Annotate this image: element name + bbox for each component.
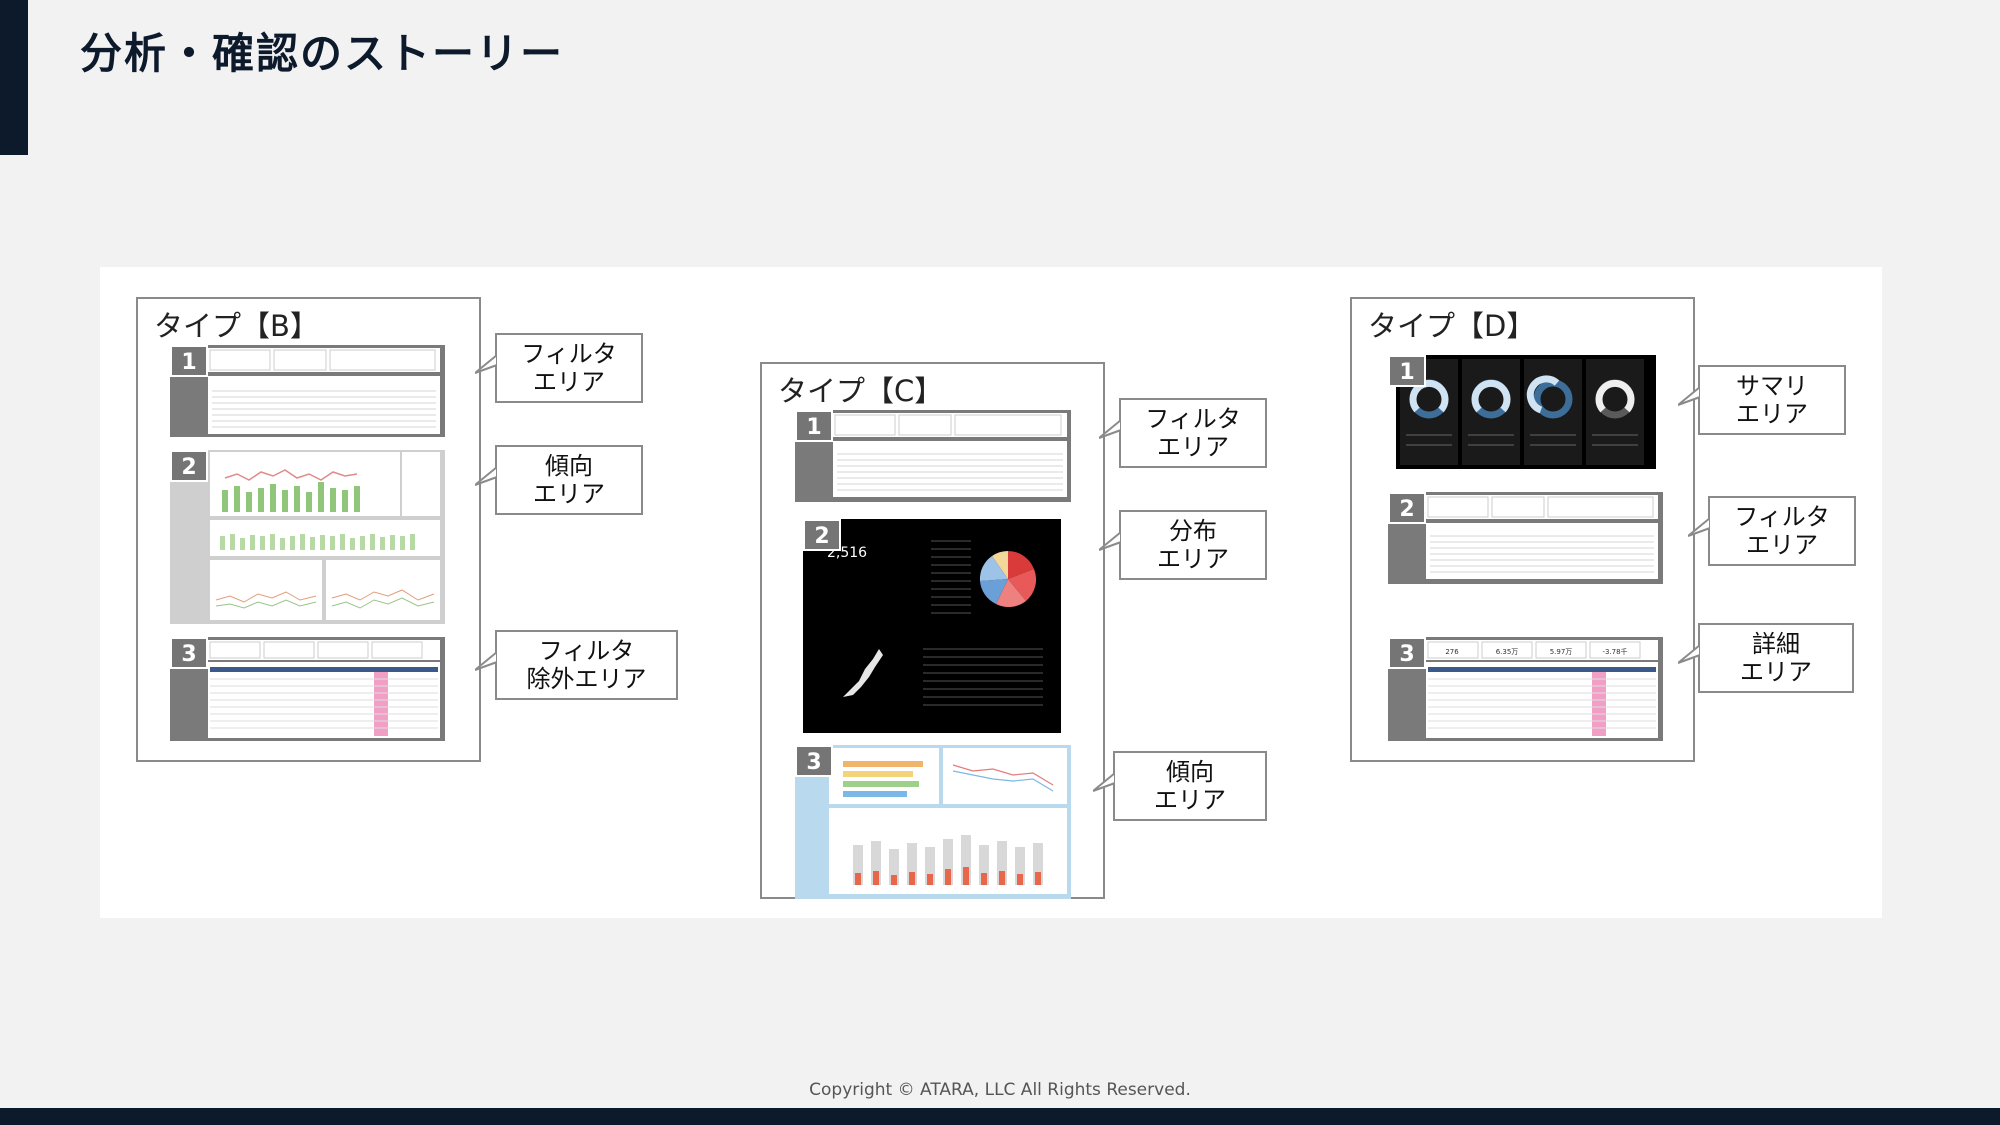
type-d-summary-thumbnail: 1 [1388,355,1690,472]
section-badge-3: 3 [170,637,208,669]
gauge-summary-thumbnail [1396,355,1656,469]
type-c-filter-thumbnail: 1 [795,410,1071,502]
callout-filter-area: フィルタ エリア [1119,398,1267,468]
section-badge-3: 3 [795,745,833,777]
section-badge-3: 3 [1388,637,1426,669]
callout-pointer [475,465,497,486]
type-c-trend-thumbnail: 3 [795,745,1071,899]
section-badge-2: 2 [170,450,208,482]
detail-table-thumbnail [208,640,440,738]
callout-filter-area: フィルタ エリア [1708,496,1856,566]
callout-pointer [1099,418,1121,439]
trend-charts-thumbnail [829,748,1067,894]
callout-distribution-area: 分布 エリア [1119,510,1267,580]
section-badge-1: 1 [170,345,208,377]
filter-table-thumbnail [208,348,440,434]
callout-pointer [1093,771,1115,792]
type-b-exclusion-thumbnail: 3 [170,637,445,741]
detail-table-thumbnail: 276 6.35万 5.97万 -3.78千 [1426,640,1658,738]
callout-pointer [1099,530,1121,551]
type-d-title: タイプ【D】 [1368,309,1536,343]
page-title: 分析・確認のストーリー [80,29,565,78]
type-b-title: タイプ【B】 [154,309,319,343]
kpi-diff: -3.78千 [1602,647,1627,656]
type-d-card: タイプ【D】 [1350,297,1695,762]
callout-exclusion-area: フィルタ 除外エリア [495,630,678,700]
kpi-cost: 5.97万 [1550,648,1573,656]
copyright-text: Copyright © ATARA, LLC All Rights Reserv… [809,1080,1191,1100]
distribution-dashboard-thumbnail: 2,516 [827,540,1043,706]
trend-charts-thumbnail [210,452,440,620]
kpi-count: 276 [1445,648,1459,656]
section-badge-2: 2 [1388,492,1426,524]
type-b-filter-thumbnail: 1 [170,345,445,437]
section-badge-2: 2 [803,519,841,551]
callout-pointer [475,353,497,374]
callout-trend-area: 傾向 エリア [1113,751,1267,821]
type-b-trend-thumbnail: 2 [170,450,445,624]
filter-table-thumbnail [1426,495,1658,579]
callout-filter-area: フィルタ エリア [495,333,643,403]
callout-pointer [475,650,497,671]
kpi-sales: 6.35万 [1496,648,1519,656]
filter-table-thumbnail [833,413,1067,497]
section-badge-1: 1 [1388,355,1426,387]
type-d-detail-thumbnail: 276 6.35万 5.97万 -3.78千 3 [1388,637,1663,741]
accent-bar [0,0,28,155]
type-c-card: タイプ【C】 1 2,516 [760,362,1105,899]
footer-bar [0,1108,2000,1125]
callout-pointer [1688,516,1710,537]
content-panel: タイプ【B】 1 [100,267,1882,918]
section-badge-1: 1 [795,410,833,442]
callout-pointer [1678,643,1700,664]
type-c-title: タイプ【C】 [778,374,944,408]
callout-pointer [1678,385,1700,406]
callout-trend-area: 傾向 エリア [495,445,643,515]
callout-summary-area: サマリ エリア [1698,365,1846,435]
type-b-card: タイプ【B】 1 [136,297,481,762]
type-d-filter-thumbnail: 2 [1388,492,1663,584]
callout-detail-area: 詳細 エリア [1698,623,1854,693]
type-c-distribution-thumbnail: 2,516 [803,519,1061,733]
